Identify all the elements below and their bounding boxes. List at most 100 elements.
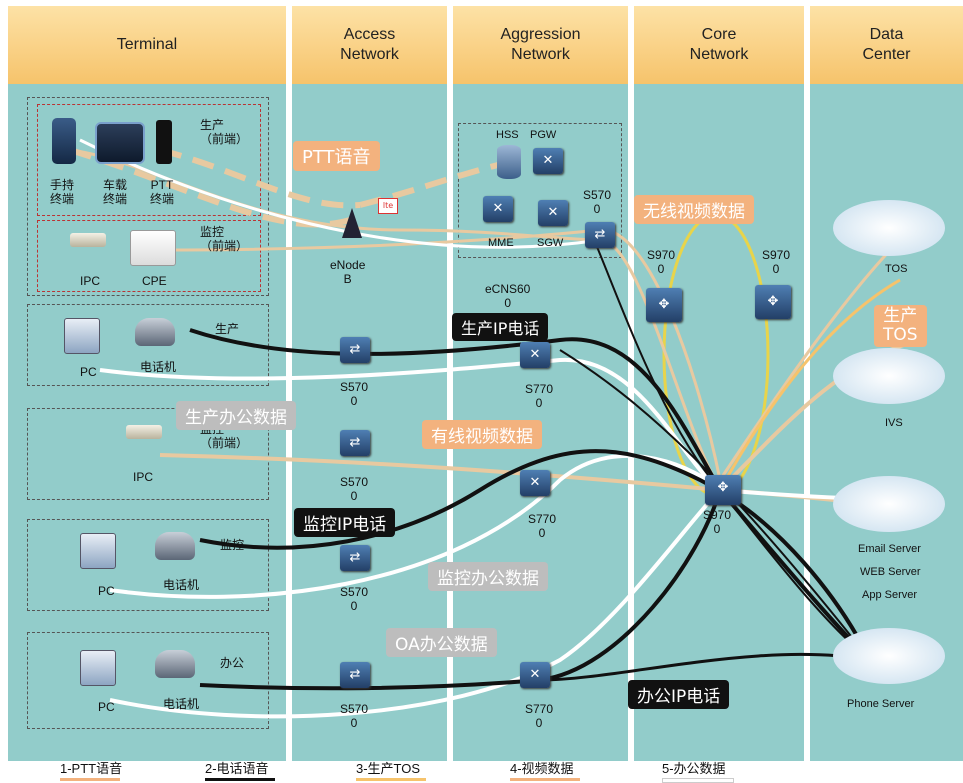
legend-item-3: 3-生产TOS <box>356 758 426 781</box>
telephone-label-3: 电话机 <box>163 697 200 711</box>
core-switch-s9700-bottom-icon: ✥ <box>705 475 741 505</box>
ipc-camera-icon <box>70 233 106 247</box>
column-header-datacenter: Data Center <box>810 6 963 84</box>
zone-wireless-terminals <box>27 97 269 296</box>
column-header-access: Access Network <box>292 6 447 84</box>
column-header-terminal: Terminal <box>8 6 286 84</box>
ptt-label: PTT 终端 <box>150 178 175 206</box>
switch-s5700-2-label: S570 0 <box>340 475 369 503</box>
vehicle-terminal-icon <box>95 122 145 164</box>
zone-monitor-phone <box>27 519 269 611</box>
production-front-label: 生产 （前端） <box>200 118 249 146</box>
telephone-icon-3 <box>155 650 195 678</box>
enodeb-tower-icon <box>342 208 362 238</box>
core-switch-s9700-right-icon: ✥ <box>755 285 791 319</box>
tag-oa-office-data: OA办公数据 <box>386 628 497 657</box>
core-switch-s9700-left-icon: ✥ <box>646 288 682 322</box>
switch-s7700-1-label: S770 0 <box>525 382 554 410</box>
office-line-prod <box>99 357 931 502</box>
core-line-1 <box>559 349 871 661</box>
legend-item-2: 2-电话语音 <box>205 758 275 781</box>
pc-label: PC <box>80 365 97 379</box>
phone-server-cloud-icon <box>833 628 945 684</box>
legend-item-1: 1-PTT语音 <box>60 758 122 781</box>
legend-label-5: 5-办公数据 <box>662 761 726 776</box>
tag-production-ip-phone: 生产IP电话 <box>452 313 549 341</box>
tag-ptt-voice: PTT语音 <box>293 141 380 171</box>
switch-s7700-3-label: S770 0 <box>525 702 554 730</box>
ptt-dashed-link-2 <box>159 147 361 209</box>
sgw-label: SGW <box>537 237 564 249</box>
legend-item-4: 4-视频数据 <box>510 758 580 781</box>
switch-s5700-1-label: S570 0 <box>340 380 369 408</box>
legend-swatch-2 <box>205 778 275 781</box>
switch-s5700-2-icon: ⇄ <box>340 430 370 456</box>
ptt-terminal-icon <box>156 120 172 164</box>
ipc-camera-icon-2 <box>126 425 162 439</box>
app-server-label: App Server <box>862 589 918 601</box>
legend-label-4: 4-视频数据 <box>510 761 574 776</box>
zone-office <box>27 632 269 729</box>
lte-icon: lte <box>378 198 398 214</box>
switch-s5700-4-icon: ⇄ <box>340 662 370 688</box>
pgw-router-icon: ✕ <box>533 148 563 174</box>
telephone-icon-2 <box>155 532 195 560</box>
tos-line-2 <box>718 278 901 491</box>
core-column <box>634 6 804 761</box>
pc-icon <box>64 318 100 354</box>
switch-s7700-2-label: S770 0 <box>528 512 557 540</box>
switch-s5700-3-label: S570 0 <box>340 585 369 613</box>
legend-label-3: 3-生产TOS <box>356 761 421 776</box>
monitor-label: 监控 <box>220 538 245 552</box>
column-header-core: Core Network <box>634 6 804 84</box>
phone-server-label: Phone Server <box>847 698 915 710</box>
pgw-label: PGW <box>530 129 557 141</box>
monitor-front-label: 监控 （前端） <box>200 225 249 253</box>
enodeb-label: eNode B <box>330 258 366 286</box>
legend-swatch-1 <box>60 778 120 781</box>
pc-label-2: PC <box>98 584 115 598</box>
tag-production-tos: 生产 TOS <box>874 305 927 347</box>
switch-s7700-3-icon: ✕ <box>520 662 550 688</box>
core-ring <box>662 213 770 497</box>
sgw-router-icon: ✕ <box>538 200 568 226</box>
switch-s5700-3-icon: ⇄ <box>340 545 370 571</box>
hss-label: HSS <box>496 129 519 141</box>
office-label: 办公 <box>220 656 245 670</box>
web-server-label: WEB Server <box>860 566 921 578</box>
core-switch-s9700-right-label: S970 0 <box>762 248 791 276</box>
production-label: 生产 <box>215 322 240 336</box>
tag-monitor-ip-phone: 监控IP电话 <box>294 508 396 537</box>
tag-production-office-data: 生产办公数据 <box>176 401 296 430</box>
telephone-label: 电话机 <box>140 360 177 374</box>
pc-line-top <box>79 138 601 249</box>
telephone-label-2: 电话机 <box>163 578 200 592</box>
switch-s5700-4-label: S570 0 <box>340 702 369 730</box>
office-line-monitor <box>109 453 722 599</box>
pc-label-3: PC <box>98 700 115 714</box>
voice-line-office-2 <box>539 652 871 682</box>
legend-swatch-4 <box>510 778 580 781</box>
core-switch-s9700-bottom-label: S970 0 <box>703 508 732 536</box>
voice-line-monitor <box>199 449 872 661</box>
handheld-label: 手持 终端 <box>50 178 75 206</box>
email-server-label: Email Server <box>858 543 921 555</box>
cpe-device-icon <box>130 230 176 266</box>
switch-s5700-agg-icon: ⇄ <box>585 222 615 248</box>
handheld-terminal-icon <box>52 118 76 164</box>
switch-s7700-2-icon: ✕ <box>520 470 550 496</box>
switch-s5700-agg-label: S570 0 <box>583 188 612 216</box>
mme-router-icon: ✕ <box>483 196 513 222</box>
legend-item-5: 5-办公数据 <box>662 758 734 783</box>
ptt-dashed-link <box>69 147 351 228</box>
zone-monitor-office <box>27 408 269 500</box>
legend-label-2: 2-电话语音 <box>205 761 269 776</box>
ivs-label: IVS <box>885 417 903 429</box>
zone-monitor-front <box>37 220 261 292</box>
switch-s7700-1-icon: ✕ <box>520 342 550 368</box>
pc-icon-2 <box>80 533 116 569</box>
ipc-label-2: IPC <box>133 470 154 484</box>
ivs-server-cloud-icon <box>833 348 945 404</box>
tag-office-ip-phone: 办公IP电话 <box>628 680 730 709</box>
